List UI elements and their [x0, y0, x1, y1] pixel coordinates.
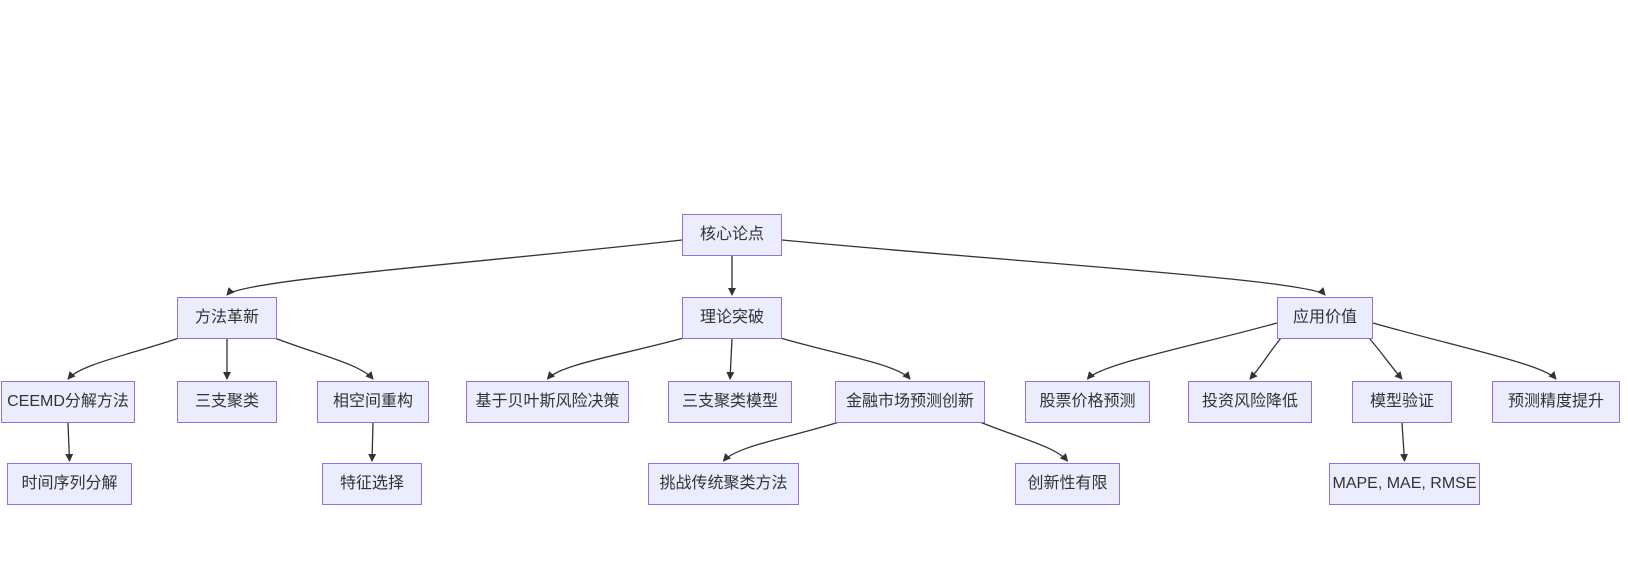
node-label: 金融市场预测创新: [845, 393, 974, 410]
node-label: 时间序列分解: [21, 475, 118, 492]
flowchart-node-feature: 特征选择: [322, 463, 422, 505]
edge-financial-to-challenge: [722, 420, 843, 462]
node-label: 创新性有限: [1027, 475, 1108, 492]
edge-root-to-method: [226, 239, 683, 296]
flowchart-node-bayes: 基于贝叶斯风险决策: [466, 381, 629, 423]
edge-application-to-risk: [1249, 336, 1283, 380]
node-label: 三支聚类模型: [681, 393, 778, 410]
flowchart-node-theory: 理论突破: [682, 297, 782, 339]
flowchart-node-three-way-model: 三支聚类模型: [668, 381, 792, 423]
edge-ceemd-to-time-series: [65, 422, 74, 462]
flowchart-node-phase-space: 相空间重构: [317, 381, 429, 423]
flowchart-node-metrics: MAPE, MAE, RMSE: [1329, 463, 1480, 505]
flowchart-node-challenge: 挑战传统聚类方法: [648, 463, 799, 505]
node-label: 三支聚类: [194, 393, 259, 410]
edge-theory-to-financial: [776, 336, 911, 380]
flowchart-node-ceemd: CEEMD分解方法: [1, 381, 135, 423]
node-label: 理论突破: [699, 309, 764, 326]
flowchart-node-validation: 模型验证: [1352, 381, 1452, 423]
flowchart-node-root: 核心论点: [682, 214, 782, 256]
flowchart-node-financial: 金融市场预测创新: [835, 381, 985, 423]
flowchart-node-three-way: 三支聚类: [177, 381, 277, 423]
node-label: 挑战传统聚类方法: [659, 475, 788, 492]
node-label: MAPE, MAE, RMSE: [1332, 475, 1477, 492]
node-label: 模型验证: [1369, 393, 1434, 410]
edge-financial-to-limited: [977, 420, 1069, 462]
edge-validation-to-metrics: [1400, 422, 1409, 462]
node-label: CEEMD分解方法: [7, 393, 129, 410]
node-label: 方法革新: [194, 309, 259, 326]
edge-phase-space-to-feature: [368, 422, 377, 462]
flowchart-node-stock: 股票价格预测: [1025, 381, 1150, 423]
node-label: 投资风险降低: [1201, 393, 1298, 410]
node-label: 核心论点: [699, 226, 764, 243]
flowchart-node-limited: 创新性有限: [1015, 463, 1120, 505]
edge-application-to-stock: [1086, 322, 1278, 380]
flowchart-node-risk: 投资风险降低: [1188, 381, 1312, 423]
node-label: 相空间重构: [332, 393, 413, 410]
node-label: 基于贝叶斯风险决策: [475, 393, 620, 410]
flowchart-node-precision: 预测精度提升: [1492, 381, 1620, 423]
edge-method-to-phase-space: [271, 336, 374, 380]
flowchart-node-time-series: 时间序列分解: [7, 463, 132, 505]
node-label: 预测精度提升: [1507, 393, 1604, 410]
flowchart-node-method: 方法革新: [177, 297, 277, 339]
node-label: 应用价值: [1292, 309, 1357, 326]
node-label: 股票价格预测: [1039, 393, 1136, 410]
edge-application-to-validation: [1367, 336, 1403, 380]
edge-theory-to-bayes: [546, 336, 688, 380]
edge-application-to-precision: [1372, 322, 1557, 380]
flowchart-node-application: 应用价值: [1277, 297, 1373, 339]
edge-root-to-application: [781, 239, 1326, 296]
edge-method-to-ceemd: [67, 336, 183, 380]
node-label: 特征选择: [339, 475, 404, 492]
edge-group: [65, 239, 1557, 462]
edge-theory-to-three-way-model: [726, 338, 735, 380]
